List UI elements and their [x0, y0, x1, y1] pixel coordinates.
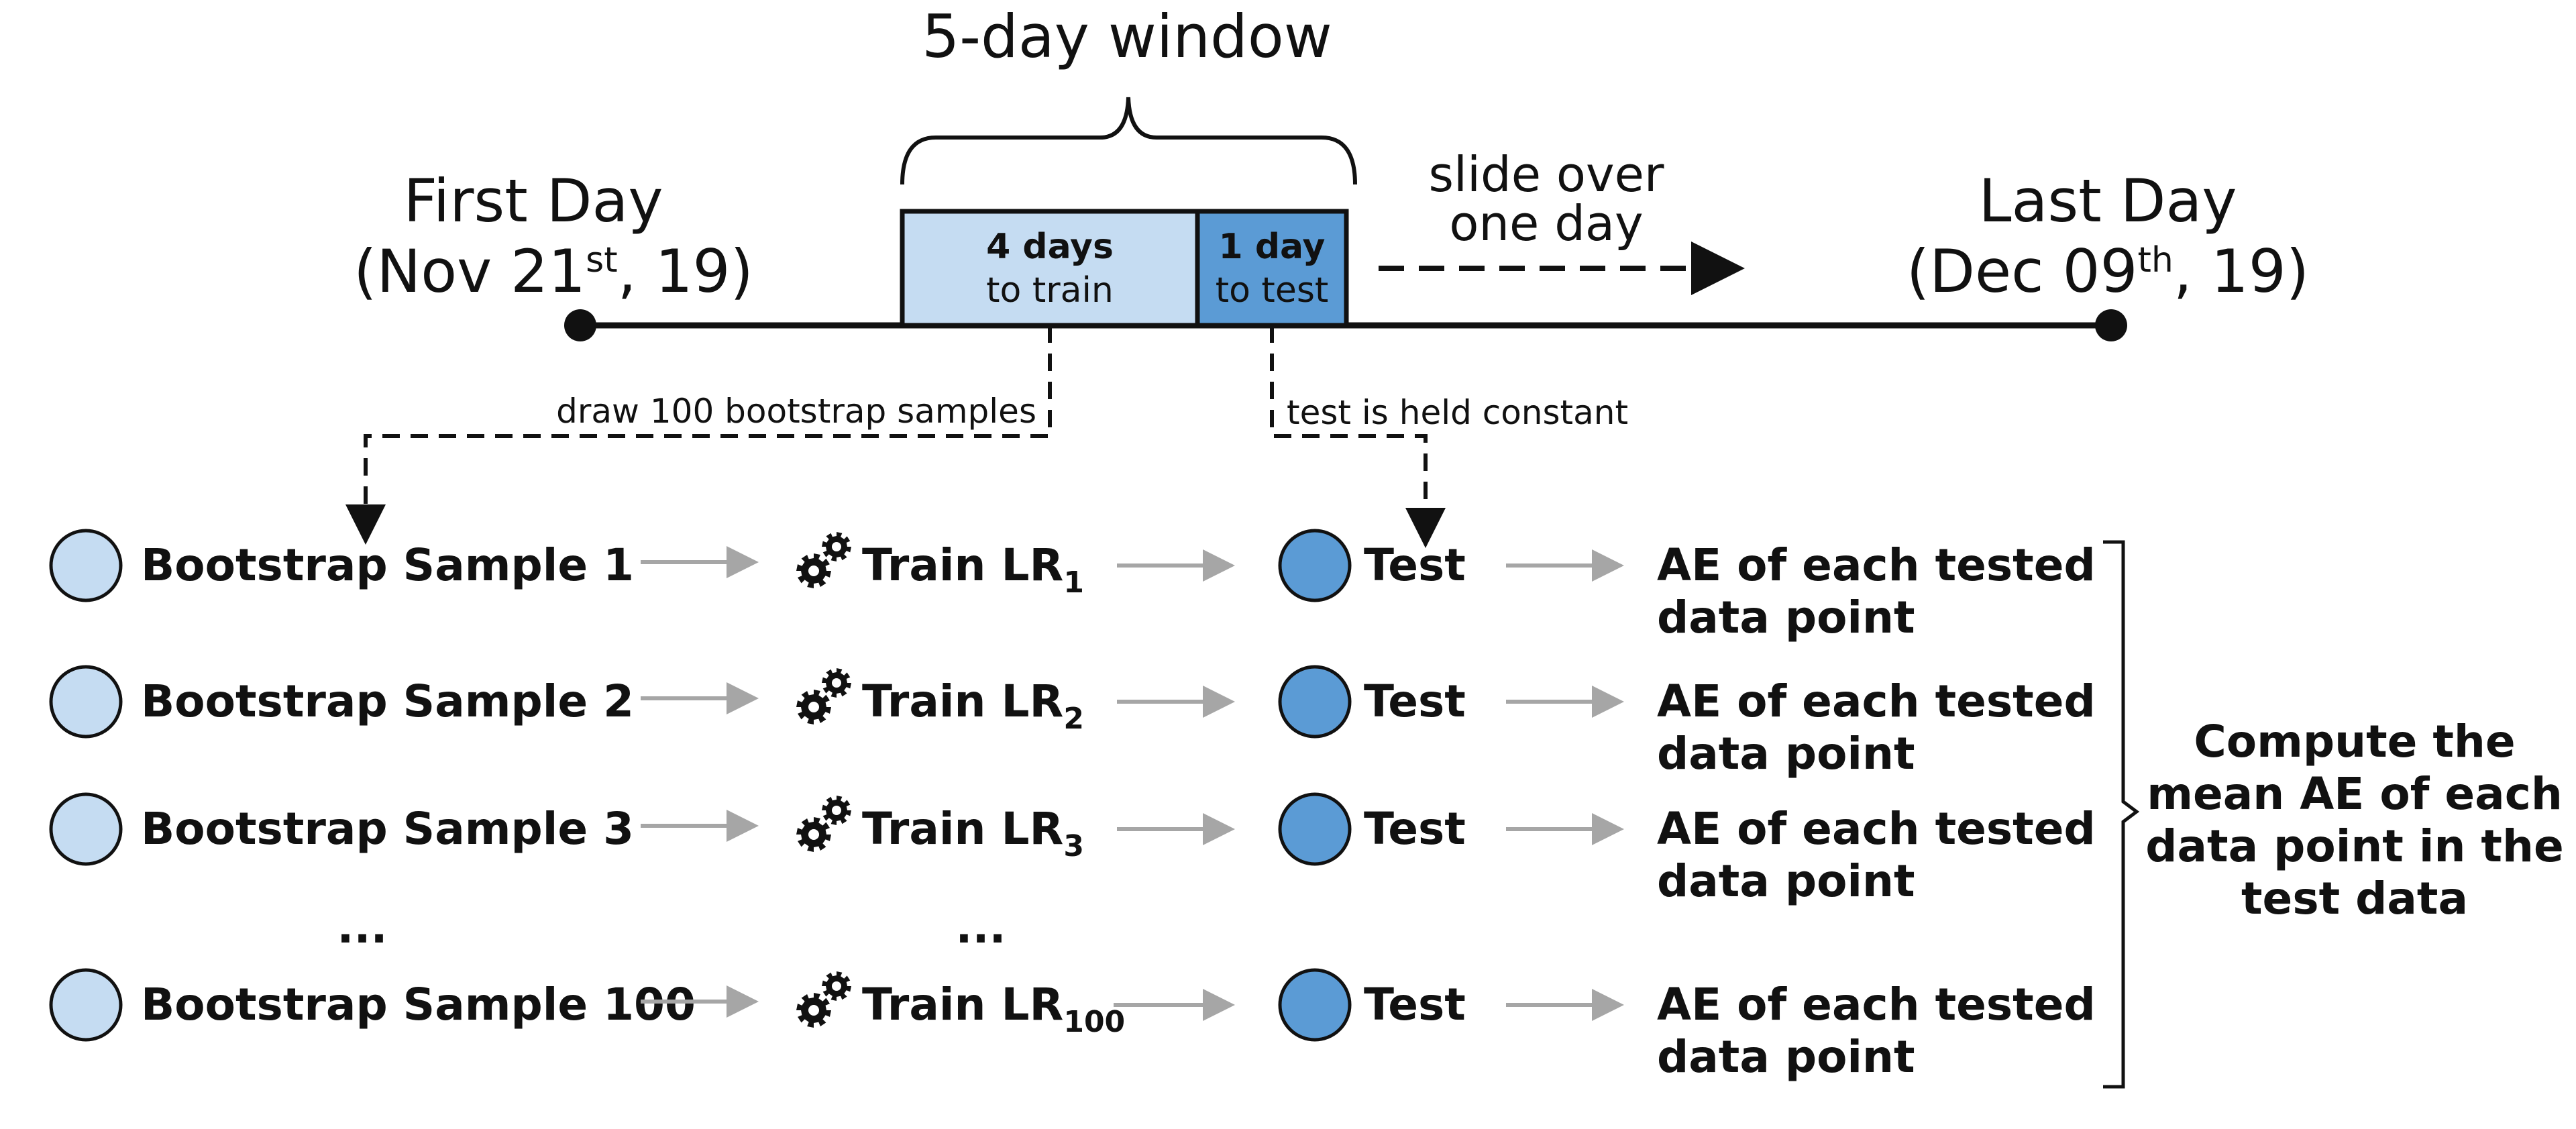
test-connector	[1270, 325, 1446, 548]
result-line-1: AE of each tested	[1657, 803, 2096, 855]
summary-bracket	[2103, 540, 2140, 1089]
result-line-2: data point	[1657, 592, 1915, 643]
test-note: test is held constant	[1287, 393, 1628, 432]
timeline-start-dot	[564, 309, 596, 341]
row-1: Bootstrap Sample 1 Train LR1 Test AE of eac…	[49, 529, 2096, 643]
bootstrap-sample-label: Bootstrap Sample 1	[141, 539, 634, 591]
test-label: Test	[1364, 539, 1466, 591]
train-model-label: Train LR100	[862, 979, 1125, 1039]
row-4: Bootstrap Sample 100 Train LR100 Test AE of…	[49, 968, 2096, 1083]
bootstrap-connector	[345, 325, 1052, 545]
train-box-days: 4 days	[986, 227, 1114, 267]
bootstrap-sample-label: Bootstrap Sample 100	[141, 979, 696, 1030]
result-line-1: AE of each tested	[1657, 979, 2096, 1030]
bootstrap-sample-label: Bootstrap Sample 3	[141, 803, 634, 855]
train-model-label: Train LR3	[862, 803, 1084, 863]
test-circle	[1278, 665, 1352, 739]
train-ellipsis: ...	[955, 902, 1006, 953]
bootstrap-note: draw 100 bootstrap samples	[556, 392, 1036, 431]
row-3: Bootstrap Sample 3 Train LR3 Test AE of eac…	[49, 792, 2096, 907]
first-day-title: First Day	[404, 166, 663, 235]
result-line-2: data point	[1657, 1031, 1915, 1083]
result-line-2: data point	[1657, 728, 1915, 779]
gears-icon	[796, 532, 851, 588]
test-label: Test	[1364, 676, 1466, 727]
summary-line-3: data point in the	[2145, 820, 2563, 872]
last-day-date: (Dec 09th, 19)	[1907, 237, 2309, 306]
test-label: Test	[1364, 979, 1466, 1030]
result-line-1: AE of each tested	[1657, 676, 2096, 727]
sample-circle	[49, 792, 123, 866]
train-model-label: Train LR2	[862, 676, 1084, 736]
gears-icon	[796, 668, 851, 724]
slide-label-line1: slide over	[1429, 146, 1664, 203]
test-window-box	[1195, 209, 1349, 328]
last-day-title: Last Day	[1978, 166, 2237, 235]
window-brace	[900, 97, 1357, 185]
summary-line-2: mean AE of each	[2147, 768, 2563, 820]
test-box-days: 1 day	[1219, 227, 1326, 267]
summary-line-4: test data	[2241, 873, 2468, 924]
result-line-2: data point	[1657, 855, 1915, 907]
gears-icon	[796, 796, 851, 852]
row-2: Bootstrap Sample 2 Train LR2 Test AE of eac…	[49, 665, 2096, 779]
test-label: Test	[1364, 803, 1466, 855]
train-box-label: to train	[986, 270, 1114, 311]
summary-line-1: Compute the	[2194, 716, 2515, 767]
train-model-label: Train LR1	[862, 539, 1084, 600]
gears-icon	[796, 971, 851, 1028]
result-line-1: AE of each tested	[1657, 539, 2096, 591]
test-circle	[1278, 529, 1352, 602]
timeline-end-dot	[2095, 309, 2127, 341]
test-circle	[1278, 792, 1352, 866]
sample-circle	[49, 665, 123, 739]
window-label: 5-day window	[922, 2, 1332, 71]
test-circle	[1278, 968, 1352, 1042]
test-box-label: to test	[1216, 270, 1329, 311]
first-day-date: (Nov 21st, 19)	[354, 237, 753, 306]
sample-circle	[49, 968, 123, 1042]
slide-label-line2: one day	[1449, 195, 1643, 252]
sample-ellipsis: ...	[337, 902, 387, 953]
bootstrap-sample-label: Bootstrap Sample 2	[141, 676, 634, 727]
sample-circle	[49, 529, 123, 602]
